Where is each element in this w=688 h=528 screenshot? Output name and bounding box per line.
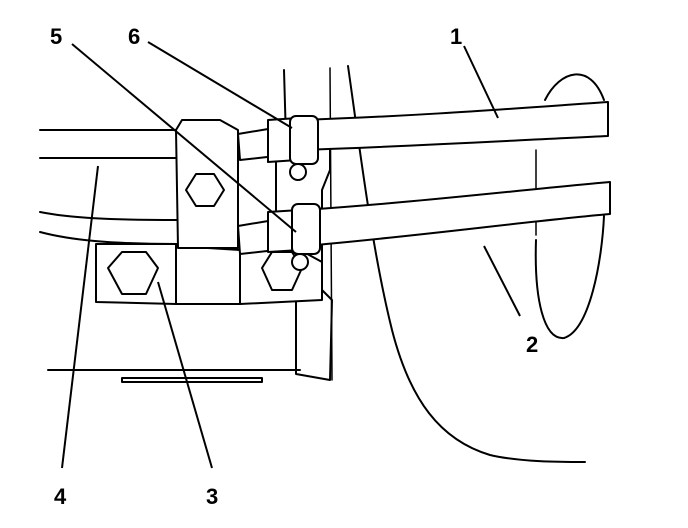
frame-rail bbox=[39, 129, 301, 383]
pipe-lower bbox=[237, 181, 611, 271]
leader-2 bbox=[483, 245, 521, 317]
callout-6: 6 bbox=[128, 24, 140, 49]
leader-1 bbox=[463, 45, 499, 119]
callout-3: 3 bbox=[206, 484, 218, 509]
callout-1: 1 bbox=[450, 24, 462, 49]
leader-3 bbox=[157, 281, 213, 469]
callout-4: 4 bbox=[54, 484, 67, 509]
callout-2: 2 bbox=[526, 332, 538, 357]
leader-4 bbox=[61, 165, 99, 469]
leader-5 bbox=[71, 43, 297, 233]
leader-lines bbox=[61, 41, 521, 469]
pipe-upper bbox=[237, 101, 609, 181]
bolt-hex-upper bbox=[185, 173, 225, 207]
leader-6 bbox=[147, 41, 293, 129]
callout-5: 5 bbox=[50, 24, 62, 49]
clip-lower bbox=[291, 203, 321, 255]
clip-upper bbox=[289, 115, 319, 165]
bolt-hex-large bbox=[107, 251, 159, 295]
